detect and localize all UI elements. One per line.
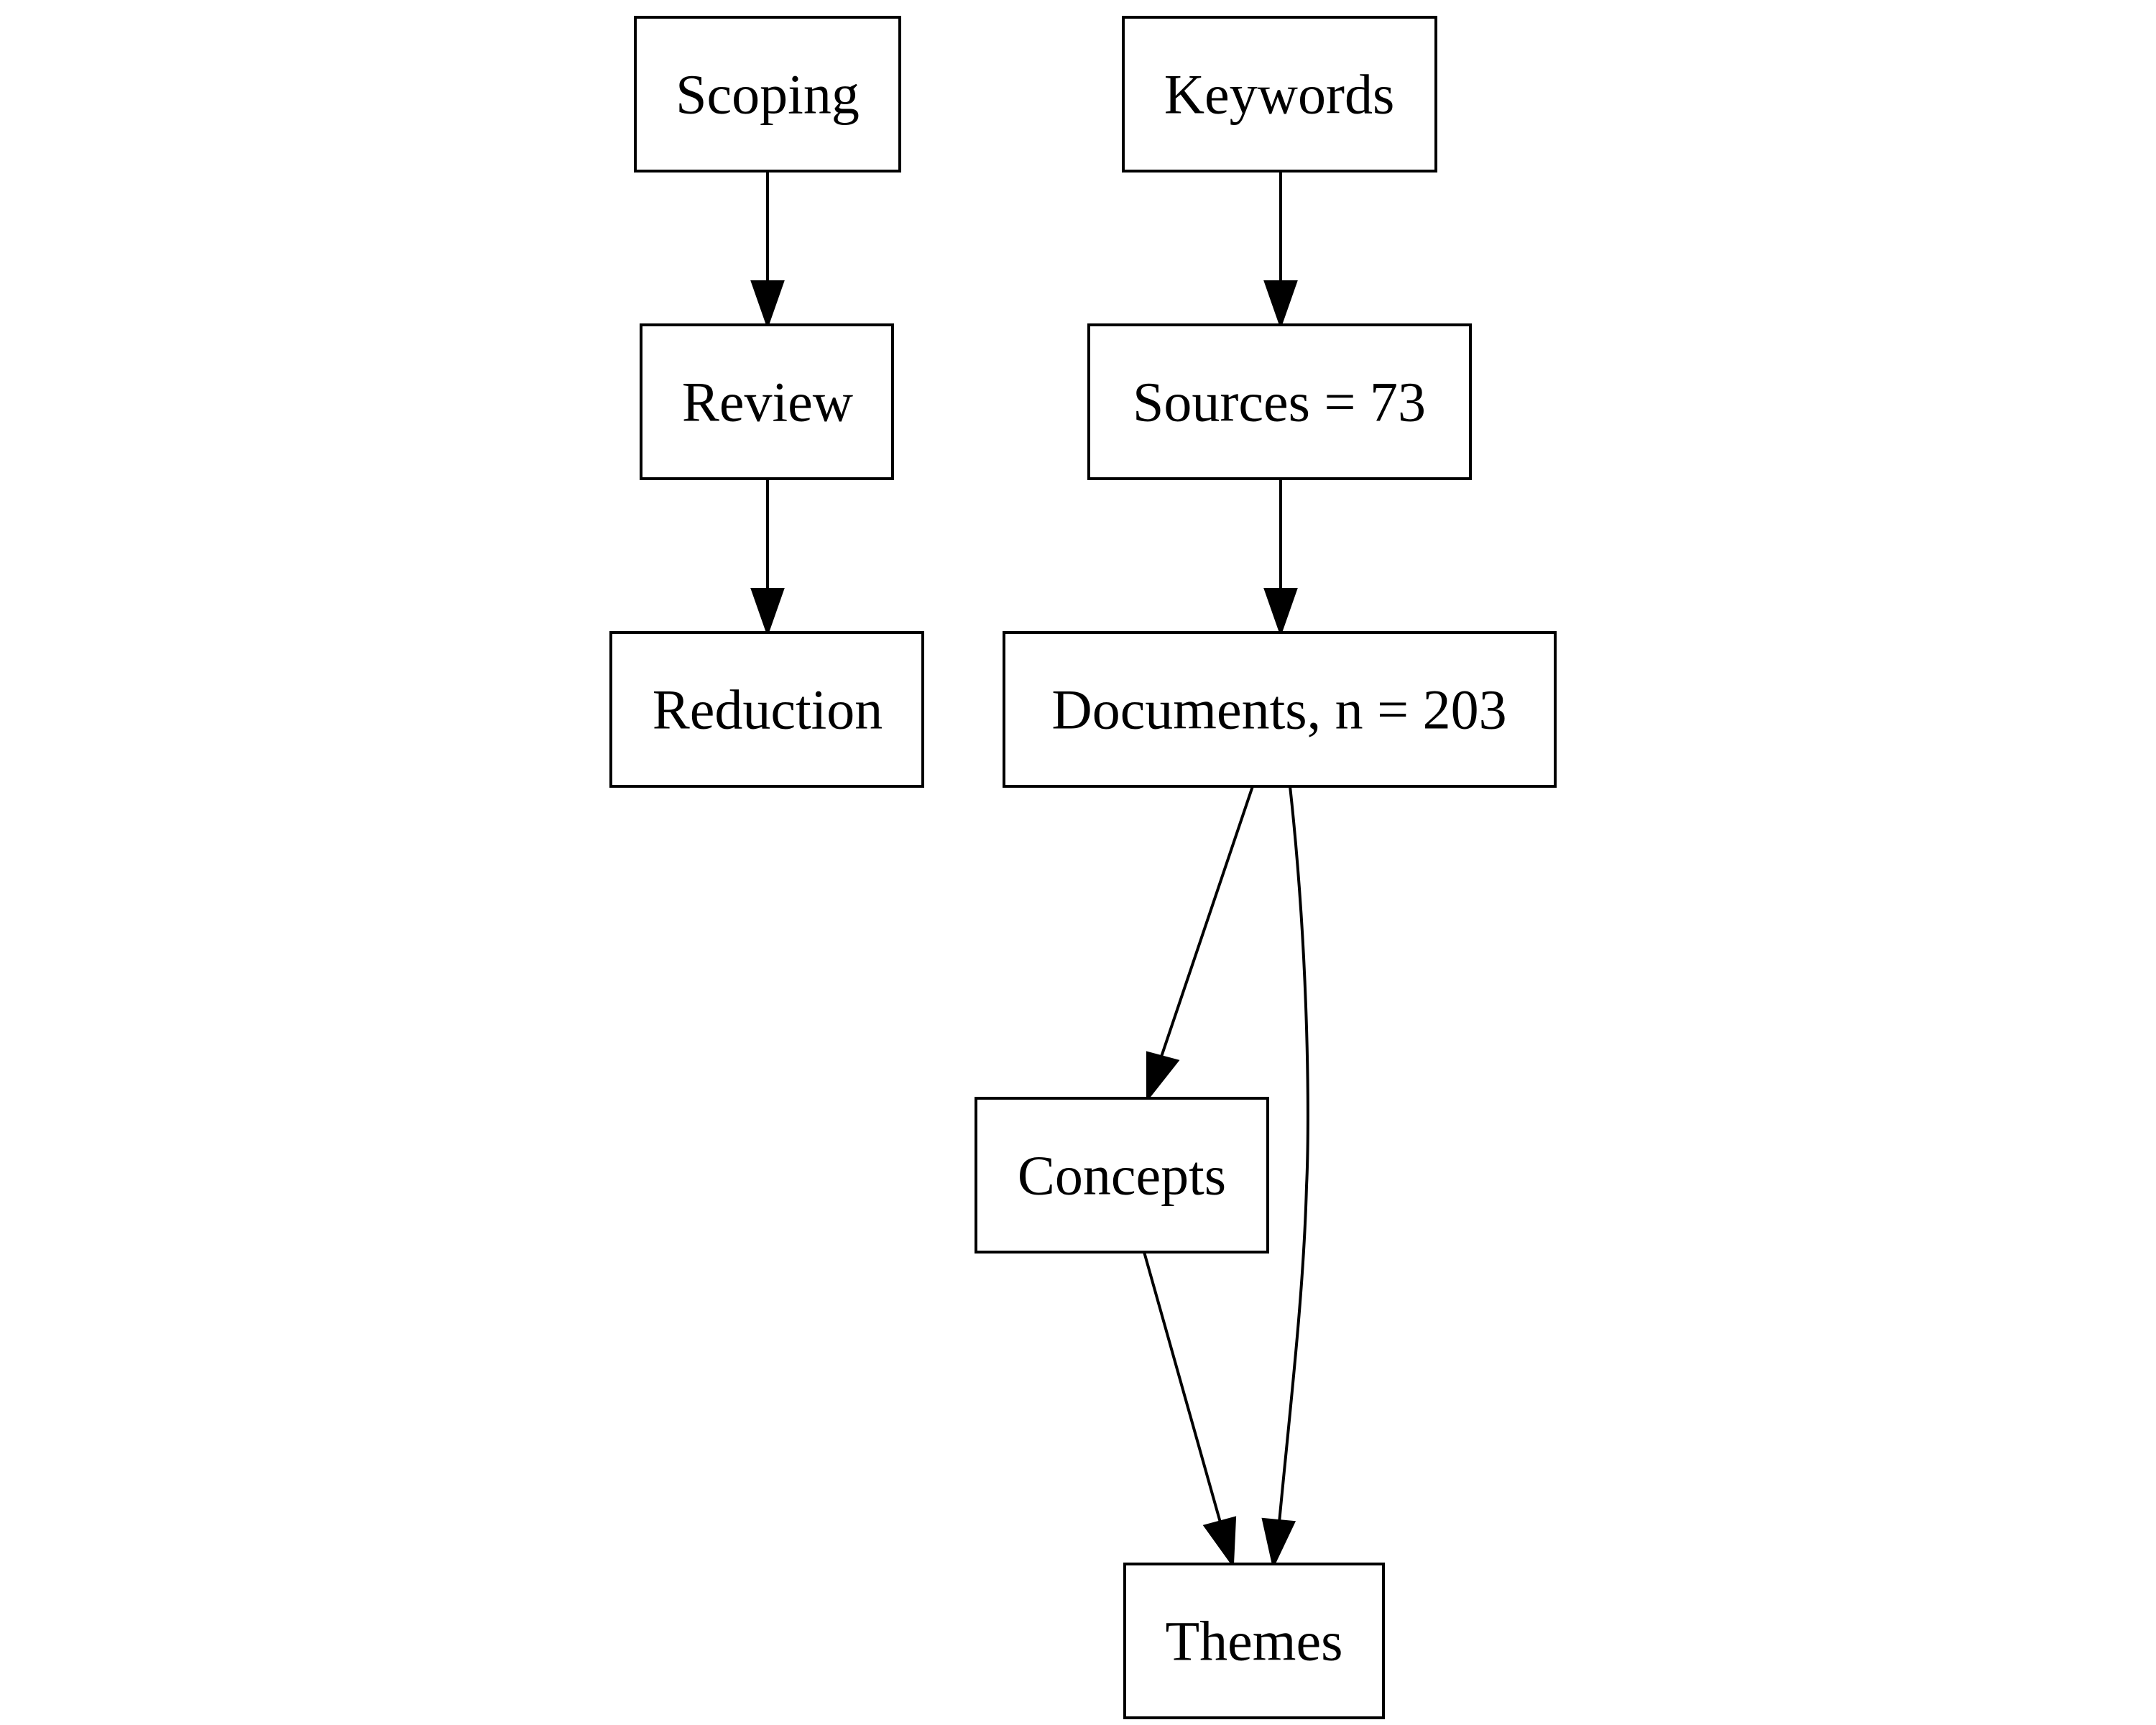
node-sources: Sources = 73	[1087, 323, 1472, 480]
node-box	[1003, 631, 1557, 788]
edge-documents-to-concepts	[1146, 786, 1254, 1103]
node-label-reduction: Reduction	[653, 678, 883, 741]
arrowhead	[1146, 1051, 1180, 1103]
node-box	[640, 323, 894, 480]
edge-scoping-to-review	[750, 171, 785, 330]
edge-documents-to-themes	[1261, 786, 1309, 1570]
node-themes: Themes	[1123, 1563, 1385, 1719]
node-box	[975, 1097, 1269, 1254]
edge-sources-to-documents	[1263, 479, 1298, 638]
node-label-review: Review	[682, 371, 853, 433]
node-label-concepts: Concepts	[1018, 1144, 1226, 1207]
node-label-keywords: Keywords	[1164, 63, 1395, 126]
edge-line	[1160, 786, 1254, 1057]
node-label-scoping: Scoping	[676, 63, 860, 126]
edge-line	[1143, 1251, 1222, 1523]
edges	[750, 171, 1309, 1570]
edge-keywords-to-sources	[1263, 171, 1298, 330]
arrowhead	[1261, 1517, 1296, 1570]
nodes: Scoping Review Reduction Keywords Source…	[609, 16, 1557, 1719]
node-box	[1123, 1563, 1385, 1719]
node-box	[1087, 323, 1472, 480]
node-box	[1122, 16, 1437, 172]
node-label-documents: Documents, n = 203	[1051, 678, 1506, 741]
node-review: Review	[640, 323, 894, 480]
node-documents: Documents, n = 203	[1003, 631, 1557, 788]
node-concepts: Concepts	[975, 1097, 1269, 1254]
node-box	[609, 631, 924, 788]
node-box	[634, 16, 901, 172]
arrowhead	[750, 588, 785, 638]
arrowhead	[1263, 588, 1298, 638]
node-reduction: Reduction	[609, 631, 924, 788]
node-scoping: Scoping	[634, 16, 901, 172]
arrowhead	[1202, 1516, 1237, 1568]
arrowhead	[1263, 280, 1298, 330]
node-keywords: Keywords	[1122, 16, 1437, 172]
node-label-sources: Sources = 73	[1133, 371, 1426, 433]
edge-concepts-to-themes	[1143, 1251, 1237, 1568]
arrowhead	[750, 280, 785, 330]
edge-review-to-reduction	[750, 479, 785, 638]
edge-line	[1278, 786, 1309, 1523]
node-label-themes: Themes	[1166, 1610, 1343, 1673]
